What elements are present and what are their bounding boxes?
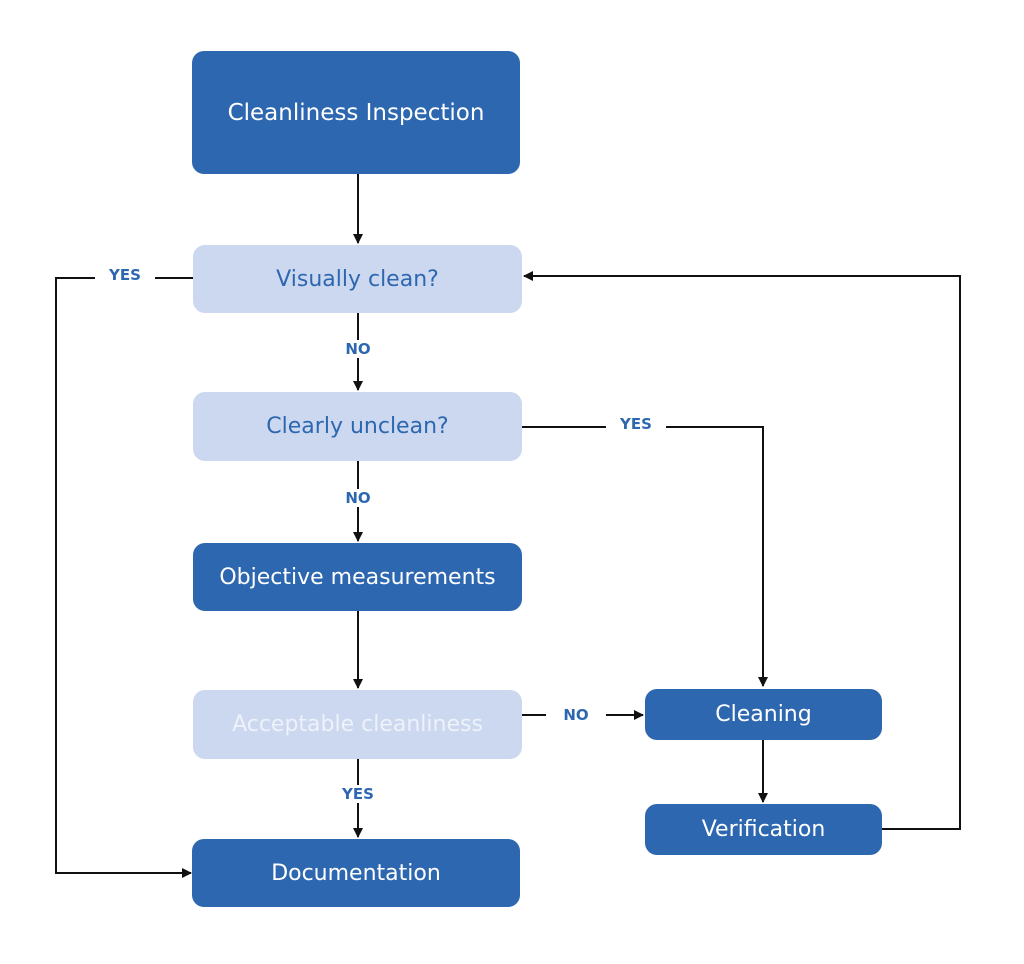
arrow-visually-clean-yes-to-documentation	[55, 277, 193, 878]
node-acceptable-cleanliness: Acceptable cleanliness	[193, 690, 522, 759]
node-label: Acceptable cleanliness	[232, 712, 483, 737]
edge-label-clearly-unclean-yes: YES	[606, 415, 666, 433]
arrow-verification-back-to-visually-clean	[523, 271, 961, 830]
edge-label-visually-clean-yes: YES	[95, 266, 155, 284]
node-label: Verification	[701, 817, 826, 842]
node-visually-clean: Visually clean?	[193, 245, 522, 313]
node-label: Cleaning	[715, 702, 812, 727]
node-cleanliness-inspection: Cleanliness Inspection	[192, 51, 520, 174]
node-label: Cleanliness Inspection	[227, 99, 485, 126]
edge-label-clearly-unclean-no: NO	[328, 489, 388, 507]
edge-label-acceptable-yes: YES	[328, 785, 388, 803]
arrow-clearly-unclean-yes-to-cleaning	[522, 426, 768, 687]
node-label: Clearly unclean?	[266, 414, 449, 439]
node-label: Visually clean?	[276, 266, 439, 292]
node-label: Objective measurements	[219, 564, 496, 590]
node-documentation: Documentation	[192, 839, 520, 907]
edge-label-visually-clean-no: NO	[328, 340, 388, 358]
edge-label-acceptable-no: NO	[546, 706, 606, 724]
node-verification: Verification	[645, 804, 882, 855]
node-cleaning: Cleaning	[645, 689, 882, 740]
node-label: Documentation	[271, 860, 441, 886]
node-objective-measurements: Objective measurements	[193, 543, 522, 611]
node-clearly-unclean: Clearly unclean?	[193, 392, 522, 461]
